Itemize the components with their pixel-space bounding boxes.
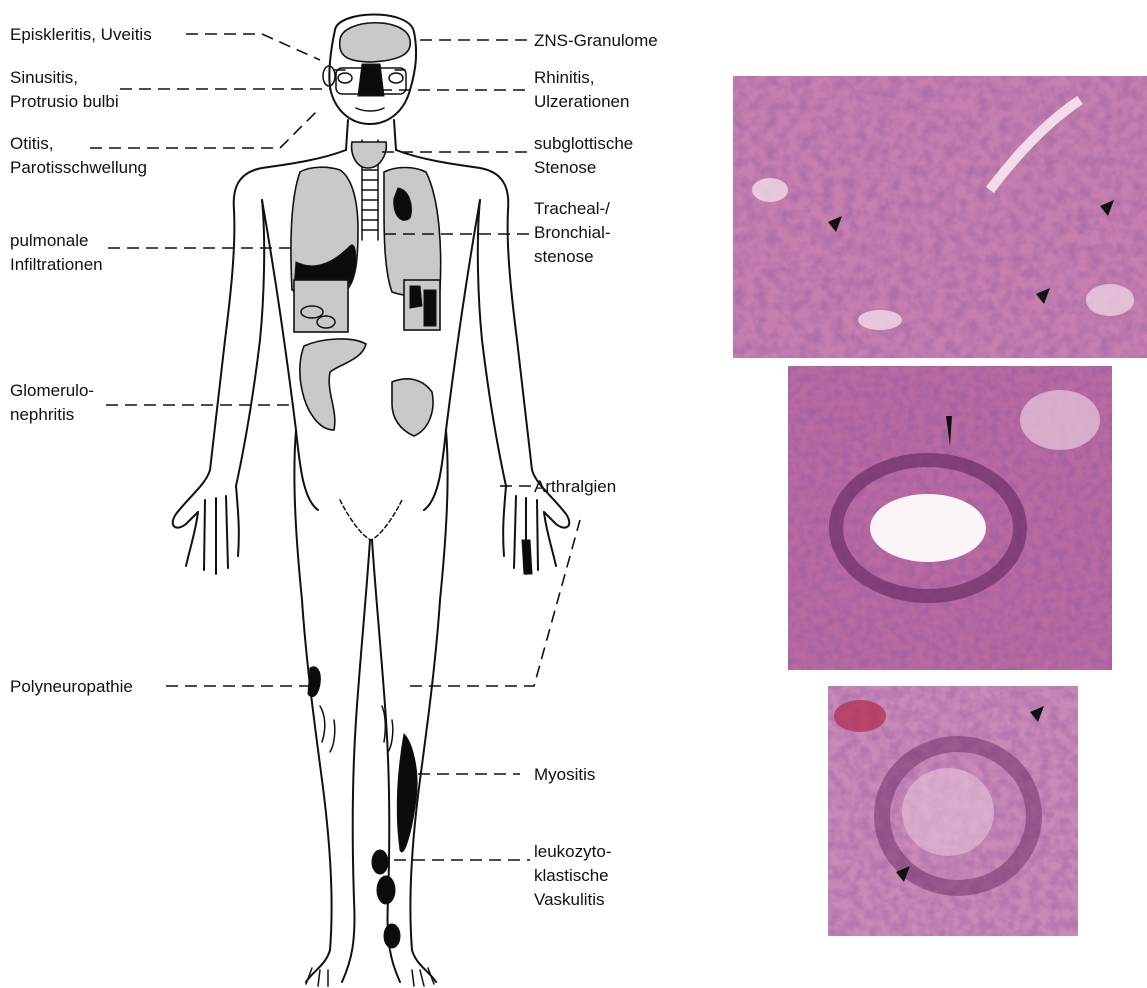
brain-granuloma [340, 23, 411, 62]
label-tracheal-line1: Tracheal-/ [534, 199, 610, 218]
label-tracheal-line3: stenose [534, 247, 594, 266]
label-glomerulo-line2: nephritis [10, 405, 74, 424]
sinus-region [323, 64, 406, 96]
label-leukozyto-line2: klastische [534, 866, 609, 885]
lungs [291, 167, 441, 296]
label-otitis-line2: Parotisschwellung [10, 158, 147, 177]
label-subglottische-line2: Stenose [534, 158, 596, 177]
micrograph-top [733, 76, 1147, 358]
micrograph-middle [788, 366, 1112, 670]
abdomen-organs [294, 280, 440, 436]
label-pulmonale-line2: Infiltrationen [10, 255, 103, 274]
label-pulmonale-line1: pulmonale [10, 231, 88, 250]
label-sinusitis-line2: Protrusio bulbi [10, 92, 119, 111]
label-arthralgien: Arthralgien [534, 477, 616, 496]
micrograph-bottom [828, 686, 1078, 936]
label-subglottische-line1: subglottische [534, 134, 633, 153]
label-otitis-line1: Otitis, [10, 134, 53, 153]
limb-lesions [308, 540, 532, 948]
left-labels: Episkleritis, Uveitis Sinusitis, Protrus… [10, 25, 152, 696]
right-labels: ZNS-Granulome Rhinitis, Ulzerationen sub… [534, 31, 658, 909]
label-myositis: Myositis [534, 765, 595, 784]
label-rhinitis-line1: Rhinitis, [534, 68, 594, 87]
label-leukozyto-line3: Vaskulitis [534, 890, 605, 909]
label-tracheal-line2: Bronchial- [534, 223, 611, 242]
label-sinusitis-line1: Sinusitis, [10, 68, 78, 87]
label-glomerulo-line1: Glomerulo- [10, 381, 94, 400]
label-leukozyto-line1: leukozyto- [534, 842, 611, 861]
label-polyneuropathie: Polyneuropathie [10, 677, 133, 696]
label-rhinitis-line2: Ulzerationen [534, 92, 629, 111]
label-episkleritis: Episkleritis, Uveitis [10, 25, 152, 44]
label-zns: ZNS-Granulome [534, 31, 658, 50]
